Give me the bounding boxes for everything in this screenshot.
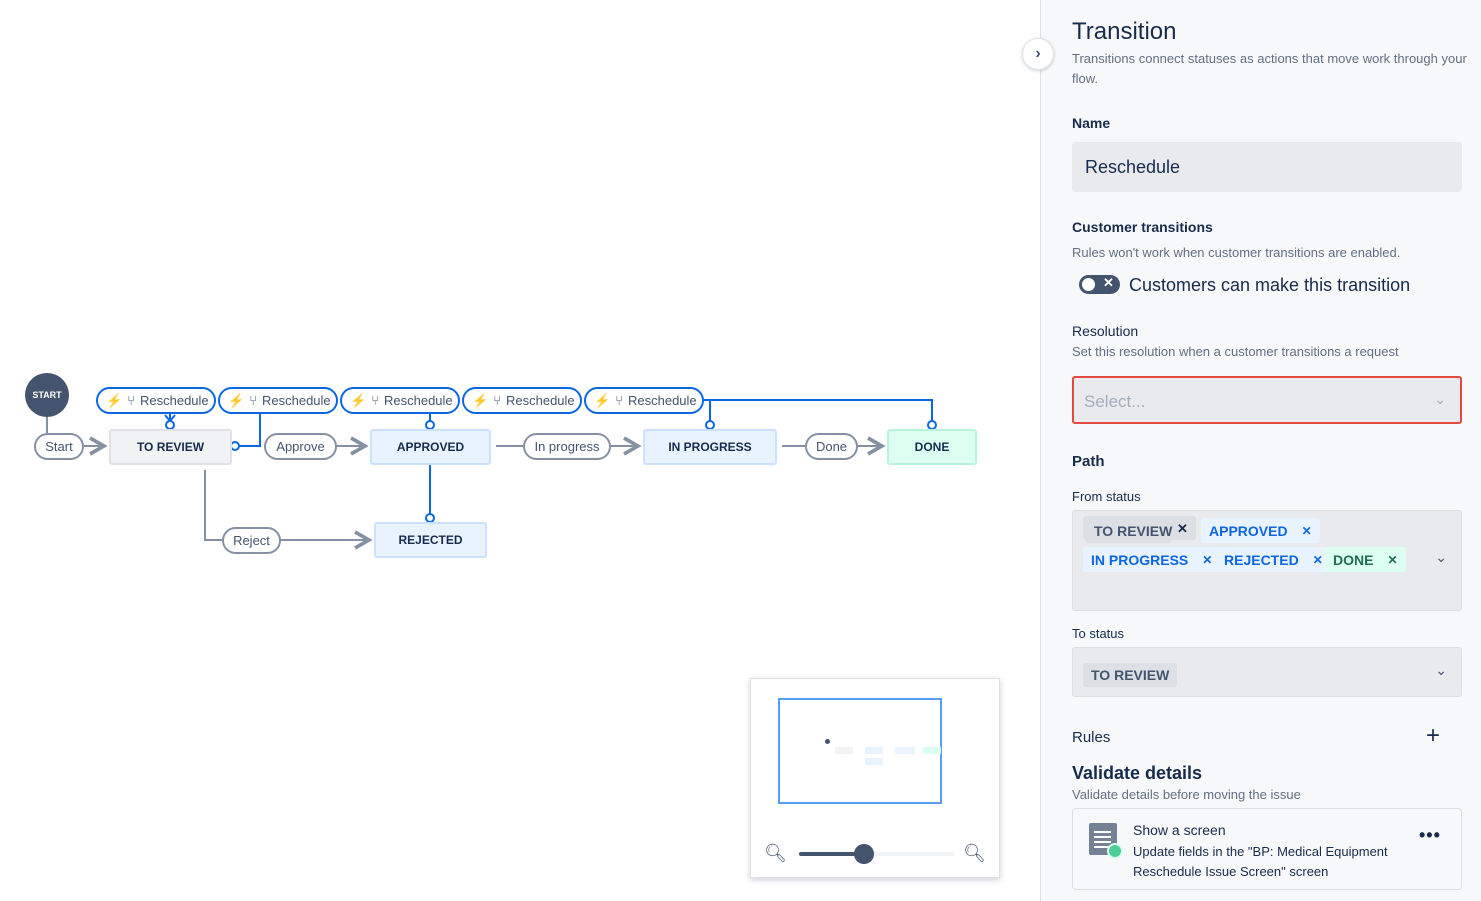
reschedule-transition-5[interactable]: ⚡ ⑂ Reschedule [584,387,704,414]
pill-label: Reschedule [262,393,331,408]
branch-icon: ⑂ [371,393,379,408]
resolution-placeholder: Select... [1084,392,1146,411]
bolt-icon: ⚡ [350,392,367,408]
collapse-panel-button[interactable]: › [1022,38,1054,70]
status-in-progress[interactable]: IN PROGRESS [643,429,777,465]
bolt-icon: ⚡ [106,392,123,408]
start-node[interactable]: START [25,373,69,417]
minimap-node [895,747,915,754]
to-status-label: To status [1072,626,1125,641]
zoom-slider-fill [799,852,865,856]
bolt-icon: ⚡ [472,392,489,408]
minimap-node [865,758,883,765]
reschedule-transition-4[interactable]: ⚡ ⑂ Reschedule [462,387,582,414]
panel-title: Transition [1072,18,1177,45]
minimap-node [825,739,830,744]
minimap[interactable]: 🔍︎ 🔍︎ [750,678,1000,878]
chevron-down-icon: ⌄ [1435,549,1447,565]
minimap-node [835,747,853,754]
chevron-right-icon: › [1035,45,1041,62]
customer-transitions-sub: Rules won't work when customer transitio… [1072,245,1401,260]
customer-toggle[interactable]: ✕ [1079,275,1120,294]
branch-icon: ⑂ [493,393,501,408]
from-tag-to-review: TO REVIEW [1086,519,1173,543]
status-approved[interactable]: APPROVED [370,429,491,465]
status-rejected[interactable]: REJECTED [374,522,487,558]
reschedule-transition-3[interactable]: ⚡ ⑂ Reschedule [340,387,460,414]
panel-description: Transitions connect statuses as actions … [1072,51,1467,86]
from-tag-rejected: REJECTED✕ [1216,547,1331,572]
validate-sub: Validate details before moving the issue [1072,787,1301,802]
transition-done[interactable]: Done [805,433,858,460]
remove-tag-icon[interactable]: ✕ [1387,552,1398,567]
transition-start[interactable]: Start [34,433,84,460]
pill-label: Reschedule [506,393,575,408]
reschedule-transition-2[interactable]: ⚡ ⑂ Reschedule [218,387,338,414]
branch-icon: ⑂ [249,393,257,408]
resolution-select[interactable]: Select... ⌄ [1072,376,1462,424]
to-status-tag: TO REVIEW [1083,663,1178,687]
transition-reject[interactable]: Reject [222,527,281,554]
status-done[interactable]: DONE [887,429,977,465]
remove-tag-icon[interactable]: ✕ [1177,521,1188,536]
resolution-label: Resolution [1072,323,1139,339]
remove-tag-icon[interactable]: ✕ [1301,523,1312,538]
transition-panel: Transition Transitions connect statuses … [1040,0,1481,901]
close-icon: ✕ [1103,275,1114,290]
branch-icon: ⑂ [615,393,623,408]
reschedule-transition-1[interactable]: ⚡ ⑂ Reschedule [96,387,216,414]
screen-icon [1089,823,1123,859]
zoom-out-icon[interactable]: 🔍︎ [764,843,787,863]
remove-tag-icon[interactable]: ✕ [1202,552,1213,567]
name-input[interactable] [1072,142,1462,192]
chevron-down-icon: ⌄ [1434,391,1446,407]
path-title: Path [1072,453,1105,470]
transition-approve[interactable]: Approve [264,433,337,460]
add-rule-button[interactable]: + [1426,722,1441,749]
zoom-in-icon[interactable]: 🔍︎ [963,843,986,863]
resolution-sub: Set this resolution when a customer tran… [1072,344,1399,359]
branch-icon: ⑂ [127,393,135,408]
remove-tag-icon[interactable]: ✕ [1312,552,1323,567]
customer-toggle-label: Customers can make this transition [1129,275,1411,295]
zoom-slider-thumb[interactable] [854,844,875,864]
name-label: Name [1072,115,1111,131]
pill-label: Reschedule [628,393,697,408]
validate-title: Validate details [1072,763,1203,783]
status-to-review[interactable]: TO REVIEW [109,429,232,465]
more-options-icon[interactable]: ••• [1419,825,1441,845]
bolt-icon: ⚡ [594,392,611,408]
from-status-select[interactable]: TO REVIEW ✕ APPROVED✕ IN PROGRESS✕ REJEC… [1072,510,1462,611]
rule-description: Update fields in the "BP: Medical Equipm… [1133,844,1388,879]
from-tag-done: DONE✕ [1325,547,1406,572]
pill-label: Reschedule [384,393,453,408]
zoom-slider[interactable] [799,844,954,864]
rules-label: Rules [1072,729,1111,746]
from-tag-in-progress: IN PROGRESS✕ [1083,547,1221,572]
chevron-down-icon: ⌄ [1435,662,1447,678]
pill-label: Reschedule [140,393,209,408]
bolt-icon: ⚡ [228,392,245,408]
minimap-node [923,747,941,754]
workflow-canvas[interactable]: START Start Approve In progress Done Rej… [0,0,1040,901]
from-tag-approved: APPROVED✕ [1201,518,1320,543]
transition-in-progress[interactable]: In progress [523,433,611,460]
rule-title: Show a screen [1133,822,1226,838]
rule-card[interactable]: Show a screen Update fields in the "BP: … [1072,808,1462,890]
from-status-label: From status [1072,489,1141,504]
minimap-viewport[interactable] [778,698,942,804]
minimap-node [865,747,883,754]
customer-transitions-title: Customer transitions [1072,219,1213,235]
to-status-select[interactable]: TO REVIEW ⌄ [1072,647,1462,697]
